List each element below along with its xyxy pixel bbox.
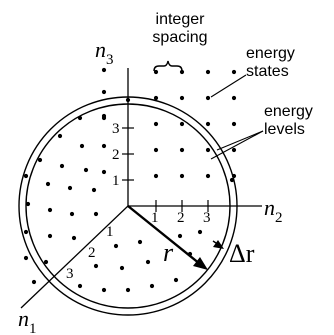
energy-state-dot [197, 229, 203, 235]
energy-levels-label-line1: energy [264, 103, 313, 120]
energy-state-dot [101, 287, 107, 293]
n2-tick-3: 3 [203, 210, 211, 226]
energy-states-label-line2: states [246, 63, 289, 80]
energy-state-dot [93, 263, 99, 269]
energy-state-dot [153, 173, 159, 179]
energy-state-dot [205, 121, 211, 127]
energy-state-dot [179, 95, 185, 101]
energy-state-dot [119, 265, 125, 271]
energy-state-dot [25, 201, 31, 207]
energy-state-dot [101, 67, 107, 73]
energy-state-dot [205, 95, 211, 101]
integer-spacing-label-line1: integer [156, 11, 206, 28]
delta-r-arrow [212, 240, 224, 249]
n2-axis-label: n2 [264, 195, 283, 226]
n1-tick-1: 1 [106, 224, 114, 240]
energy-levels-label-line2: levels [264, 121, 305, 138]
n1-axis-label: n1 [18, 306, 37, 335]
energy-state-dot [23, 255, 29, 261]
n1-tick-2: 2 [88, 245, 96, 261]
energy-state-dot [179, 121, 185, 127]
energy-state-dot [67, 185, 73, 191]
energy-state-dot [149, 283, 155, 289]
energy-state-dot [179, 173, 185, 179]
energy-state-dot [69, 211, 75, 217]
delta-r-label: Δr [229, 239, 255, 268]
n3-axis-label: n3 [95, 37, 114, 68]
integer-spacing-brace [153, 60, 183, 72]
energy-state-dot [59, 163, 65, 169]
energy-state-dot [145, 259, 151, 265]
energy-states-pointer [210, 74, 247, 98]
n2-tick-2: 2 [177, 210, 185, 226]
energy-state-dot [47, 207, 53, 213]
energy-state-dot [57, 133, 63, 139]
energy-state-dot [31, 279, 37, 285]
energy-state-dot [101, 89, 107, 95]
energy-state-dot [179, 147, 185, 153]
energy-state-dot [153, 121, 159, 127]
energy-state-dot [137, 239, 143, 245]
energy-state-dot [91, 187, 97, 193]
n3-tick-3: 3 [112, 121, 120, 137]
radius-arrow [127, 205, 208, 270]
energy-state-dot [125, 287, 131, 293]
n3-tick-2: 2 [112, 147, 120, 163]
energy-state-dot [205, 173, 211, 179]
energy-states-label-line1: energy [246, 45, 295, 62]
energy-state-dot [79, 143, 85, 149]
energy-state-dot [231, 147, 237, 153]
energy-state-dot [71, 235, 77, 241]
n2-tick-1: 1 [151, 210, 159, 226]
energy-state-dot [179, 69, 185, 75]
n3-tick-1: 1 [112, 173, 120, 189]
energy-state-dot [43, 259, 49, 265]
energy-state-dot [37, 157, 43, 163]
radius-label: r [163, 238, 174, 267]
energy-state-dot [173, 277, 179, 283]
energy-levels-pointer-outer [216, 130, 264, 151]
energy-state-dot [153, 147, 159, 153]
energy-state-dot [101, 113, 107, 119]
energy-state-points [23, 67, 237, 293]
axis-ticks [122, 127, 209, 212]
energy-state-dot [45, 181, 51, 187]
energy-state-dot [83, 167, 89, 173]
energy-state-dot [93, 211, 99, 217]
energy-state-dot [113, 243, 119, 249]
energy-state-dot [205, 69, 211, 75]
energy-state-dot [23, 173, 29, 179]
energy-state-dot [231, 121, 237, 127]
energy-state-dot [231, 69, 237, 75]
energy-state-dot [47, 233, 53, 239]
n1-tick-3: 3 [66, 266, 74, 282]
energy-state-dot [153, 69, 159, 75]
integer-spacing-label-line2: spacing [152, 29, 207, 46]
energy-state-dot [101, 143, 107, 149]
energy-state-dot [205, 147, 211, 153]
energy-state-dot [153, 95, 159, 101]
energy-state-dot [177, 233, 183, 239]
energy-state-dot [101, 169, 107, 175]
energy-state-dot [77, 283, 83, 289]
energy-state-dot [231, 95, 237, 101]
energy-state-dot [23, 229, 29, 235]
n1-axis [20, 205, 129, 309]
energy-levels-pointer-inner [210, 130, 264, 160]
